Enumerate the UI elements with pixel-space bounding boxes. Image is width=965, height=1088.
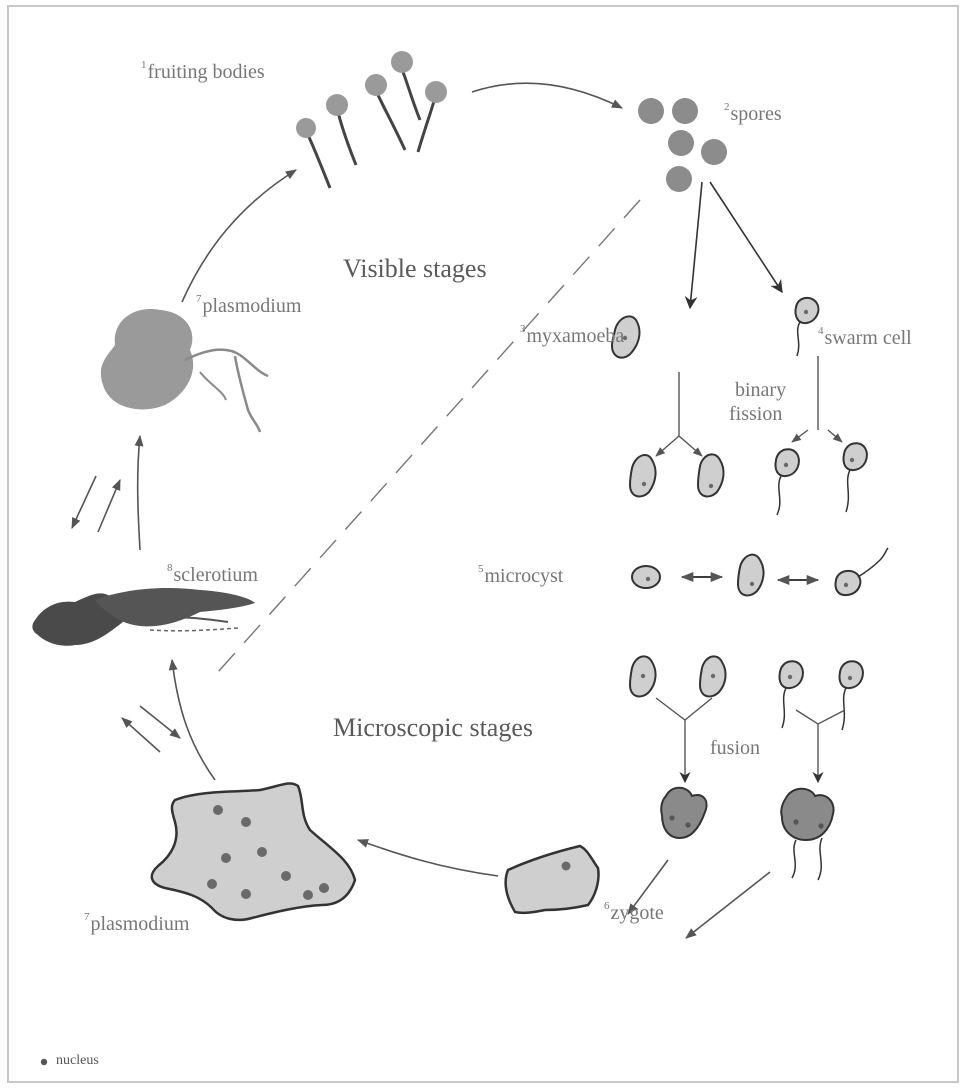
arrow-spores-to-swarm-cell bbox=[710, 182, 782, 292]
label-zygote: 6zygote bbox=[604, 903, 664, 923]
label-fruiting-bodies: 1fruiting bodies bbox=[141, 62, 265, 82]
stage-label: myxamoeba bbox=[527, 325, 625, 347]
microcyst-illustration bbox=[632, 566, 660, 588]
stage-number: 7 bbox=[196, 293, 202, 305]
fusion-swarm-cell bbox=[779, 661, 802, 728]
fusion-myxamoeba-cell bbox=[700, 656, 726, 696]
fruiting-body bbox=[391, 51, 420, 120]
myxamoeba-daughter-cell bbox=[698, 454, 724, 496]
arrow-reversible-back bbox=[122, 718, 160, 752]
stage-label: fruiting bodies bbox=[148, 61, 265, 83]
arrow-fused-swarm-to-zygote bbox=[686, 872, 770, 938]
fruiting-body bbox=[326, 94, 356, 165]
arrow-reversible-down bbox=[72, 476, 96, 528]
stage-label: zygote bbox=[611, 902, 664, 924]
myxamoeba-daughter-cell bbox=[630, 455, 656, 497]
label-microcyst: 5microcyst bbox=[478, 566, 563, 586]
label-spores: 2spores bbox=[724, 104, 782, 124]
arrow-fruiting-to-spores bbox=[472, 83, 622, 108]
legend-nucleus-label: nucleus bbox=[56, 1054, 99, 1068]
label-binary-fission-line-2: fission bbox=[729, 404, 782, 424]
arrow-sclerotium-to-plasmodium bbox=[138, 436, 140, 550]
stage-number: 8 bbox=[167, 562, 173, 574]
fruiting-body bbox=[296, 118, 330, 188]
fused-myxamoeba-cell bbox=[661, 788, 706, 838]
label-binary-fission-line-1: binary bbox=[735, 380, 786, 400]
stage-number: 1 bbox=[141, 59, 147, 71]
swarm-daughter-cell bbox=[843, 443, 866, 512]
heading-microscopic-stages: Microscopic stages bbox=[333, 715, 533, 741]
arrow-zygote-to-plasmodium bbox=[358, 840, 498, 876]
swarm-cell-middle-illustration bbox=[835, 548, 888, 595]
stage-number: 6 bbox=[604, 900, 610, 912]
stage-label: plasmodium bbox=[203, 295, 302, 317]
arrow-spores-to-myxamoeba bbox=[690, 182, 702, 308]
plasmodium-visible-illustration bbox=[101, 309, 268, 432]
fruiting-body bbox=[365, 74, 405, 150]
arrow-reversible-forth bbox=[140, 706, 180, 738]
stage-label: spores bbox=[731, 103, 782, 125]
label-myxamoeba: 3myxamoeba bbox=[520, 326, 624, 346]
label-swarm-cell: 4swarm cell bbox=[818, 328, 912, 348]
heading-visible-stages: Visible stages bbox=[343, 256, 487, 282]
stage-number: 7 bbox=[84, 911, 90, 923]
fruiting-bodies-illustration bbox=[296, 51, 447, 188]
stage-label: swarm cell bbox=[825, 327, 912, 349]
myxamoeba-middle-illustration bbox=[738, 555, 764, 596]
stage-number: 4 bbox=[818, 325, 824, 337]
stage-number: 3 bbox=[520, 323, 526, 335]
fusion-swarm-cell bbox=[839, 661, 862, 730]
zygote-illustration bbox=[506, 846, 599, 913]
label-sclerotium: 8sclerotium bbox=[167, 565, 258, 585]
fusion-myxamoeba-cell bbox=[630, 656, 656, 696]
legend-nucleus-dot bbox=[41, 1059, 47, 1065]
stage-number: 2 bbox=[724, 101, 730, 113]
sclerotium-illustration bbox=[32, 588, 255, 646]
stage-number: 5 bbox=[478, 563, 484, 575]
swarm-cell-illustration bbox=[795, 298, 818, 356]
arrow-plasmodium-to-sclerotium bbox=[172, 660, 215, 780]
arrow-plasmodium-to-fruiting bbox=[182, 170, 296, 302]
fruiting-body bbox=[418, 81, 447, 152]
arrow-reversible-up bbox=[98, 480, 120, 532]
stage-label: microcyst bbox=[485, 565, 564, 587]
stage-label: plasmodium bbox=[91, 913, 190, 935]
swarm-daughter-cell bbox=[775, 449, 798, 515]
stage-label: sclerotium bbox=[174, 564, 258, 586]
spores-illustration bbox=[638, 98, 727, 192]
label-plasmodium-visible: 7plasmodium bbox=[196, 296, 301, 316]
fused-swarm-cell bbox=[781, 789, 833, 880]
label-plasmodium-microscopic: 7plasmodium bbox=[84, 914, 189, 934]
plasmodium-microscopic-illustration bbox=[152, 783, 355, 919]
label-fusion: fusion bbox=[710, 738, 760, 758]
